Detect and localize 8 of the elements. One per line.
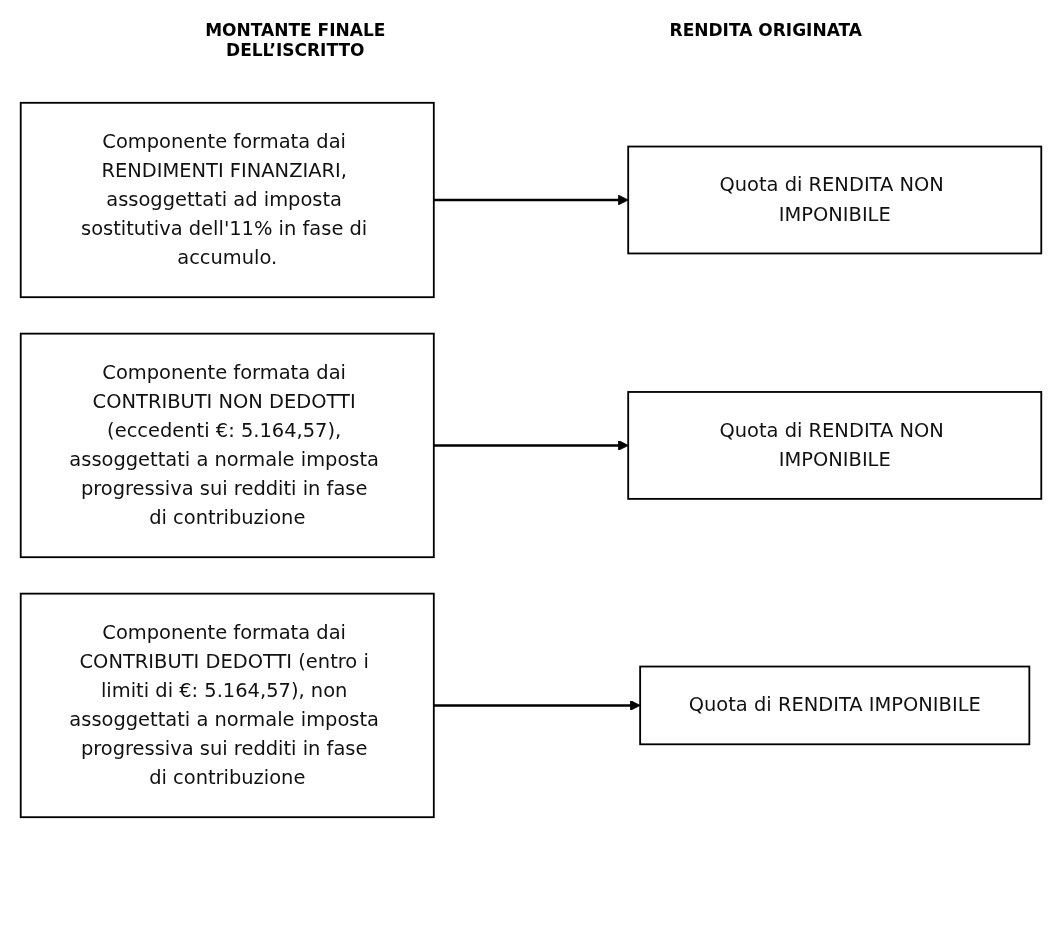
node-box: Componente formata dai CONTRIBUTI NON DEDOTTI (eccedenti €: 5.164,57), assoggettati a normale imposta progressiva sui redditi in fase di contribuzione [19, 332, 435, 559]
column-heading: RENDITA ORIGINATA [668, 20, 863, 42]
node-box: Quota di RENDITA NON IMPONIBILE [626, 145, 1042, 255]
node-box: Quota di RENDITA IMPONIBILE [638, 665, 1030, 746]
node-box: Quota di RENDITA NON IMPONIBILE [626, 391, 1042, 500]
node-box: Componente formata dai CONTRIBUTI DEDOTTI (entro i limiti di €: 5.164,57), non assoggettati a normale imposta progressiva sui redditi in fase di contribuzione [19, 592, 435, 819]
column-heading: MONTANTE FINALE DELL’ISCRITTO [204, 20, 387, 60]
node-box: Componente formata dai RENDIMENTI FINANZIARI, assoggettati ad imposta sostitutiva dell'11% in fase di accumulo. [19, 101, 435, 299]
